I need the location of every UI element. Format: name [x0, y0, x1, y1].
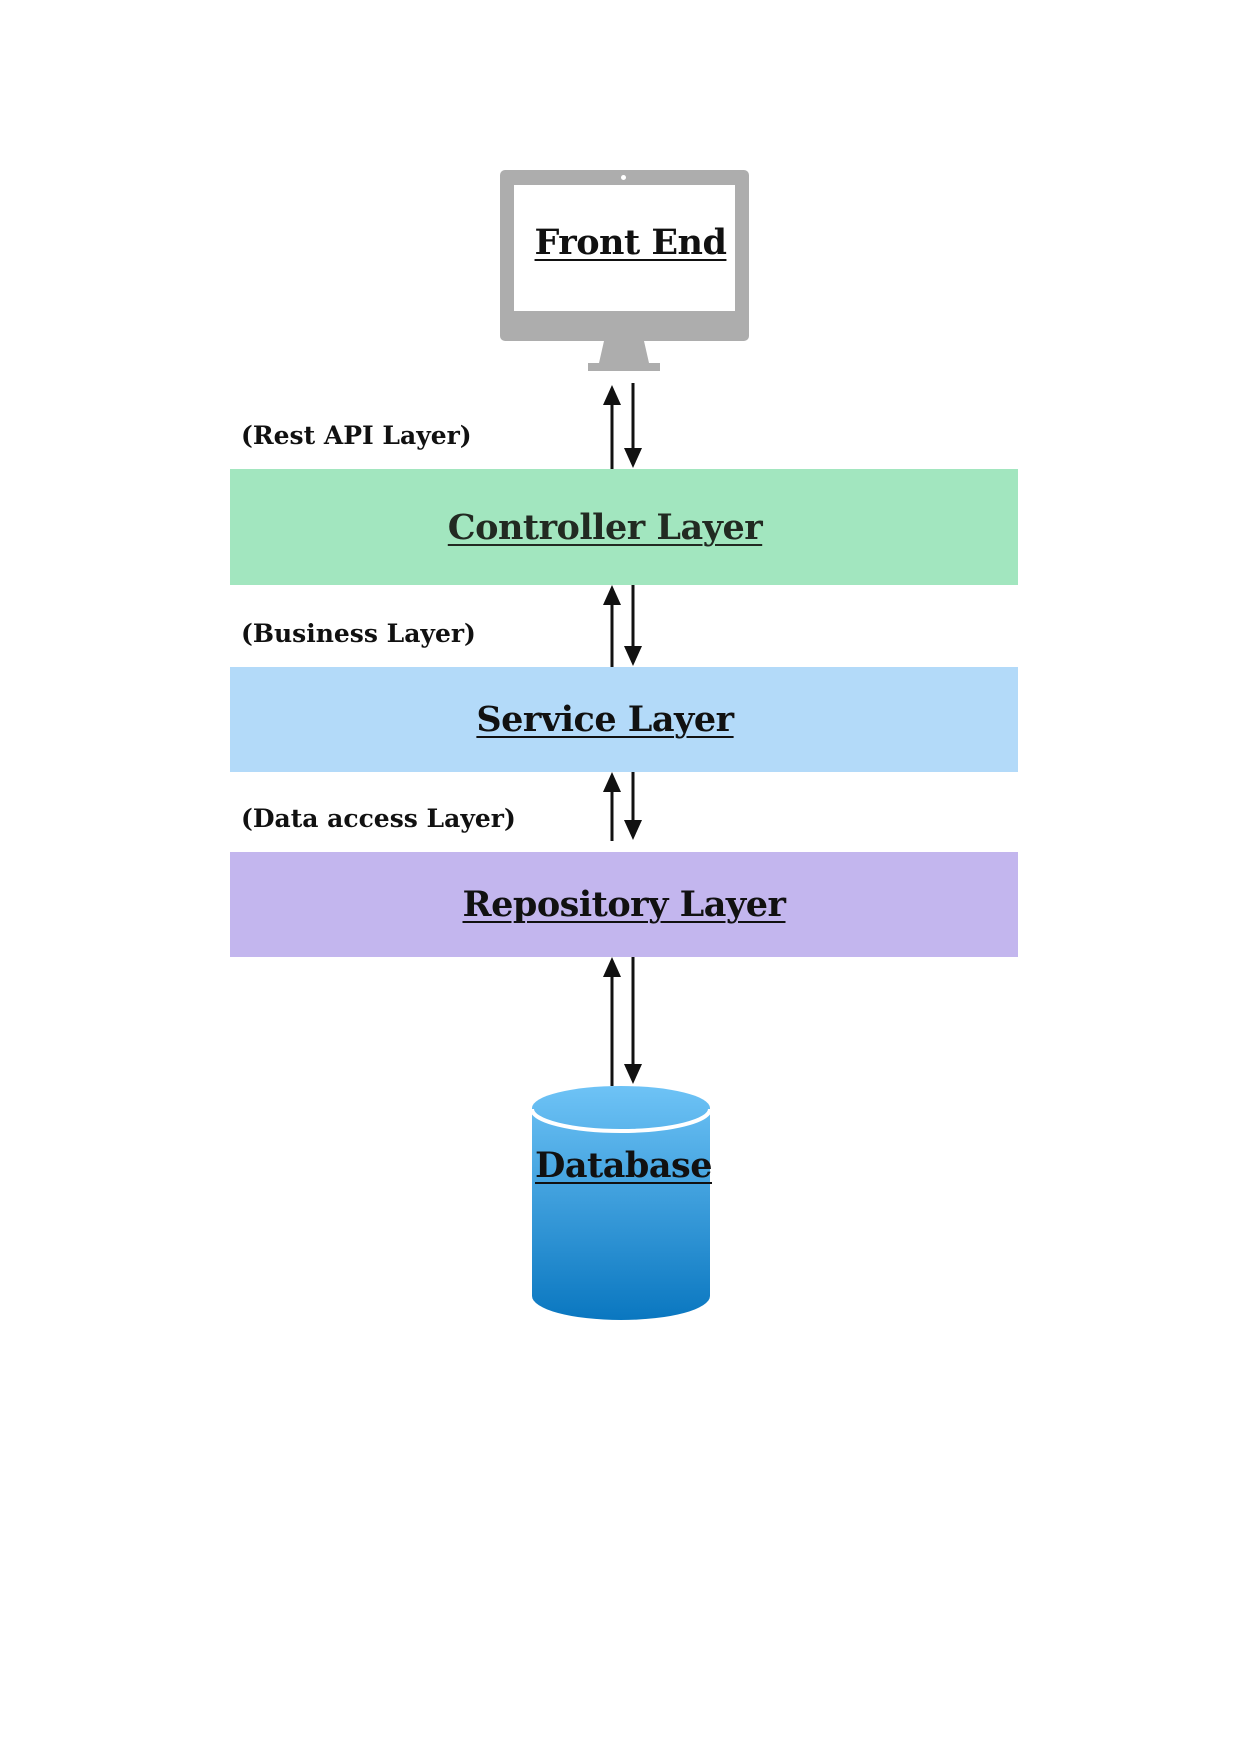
monitor-screen: Front End — [514, 185, 735, 311]
frontend-label: Front End — [534, 222, 727, 263]
business-caption: (Business Layer) — [241, 619, 476, 648]
controller-layer-box: Controller Layer — [230, 469, 1018, 585]
arrows-frontend-controller — [603, 383, 642, 469]
arrow-up-head — [603, 385, 621, 405]
arrow-up-head — [603, 585, 621, 605]
monitor-stand-base — [588, 363, 660, 371]
database-icon — [532, 1086, 710, 1320]
arrow-up-head — [603, 957, 621, 977]
database-label: Database — [535, 1145, 713, 1186]
controller-layer-label: Controller Layer — [447, 506, 763, 548]
arrow-up-head — [603, 772, 621, 792]
repository-layer-box: Repository Layer — [230, 852, 1018, 957]
data-access-caption: (Data access Layer) — [241, 804, 516, 833]
arrows-service-repository — [603, 772, 642, 841]
rest-api-caption: (Rest API Layer) — [241, 421, 472, 450]
arrows-controller-service — [603, 585, 642, 667]
arrow-down-head — [624, 820, 642, 840]
service-layer-box: Service Layer — [230, 667, 1018, 772]
service-layer-label: Service Layer — [476, 699, 734, 740]
database-rim — [532, 1108, 710, 1133]
monitor-icon: Front End — [500, 170, 749, 341]
repository-layer-label: Repository Layer — [462, 884, 786, 925]
monitor-camera — [621, 175, 626, 180]
arrow-down-head — [624, 1064, 642, 1084]
arrow-down-head — [624, 646, 642, 666]
monitor-stand-neck — [599, 341, 649, 363]
arrow-down-head — [624, 448, 642, 468]
arrows-repository-database — [603, 957, 642, 1086]
database-body — [532, 1086, 710, 1320]
